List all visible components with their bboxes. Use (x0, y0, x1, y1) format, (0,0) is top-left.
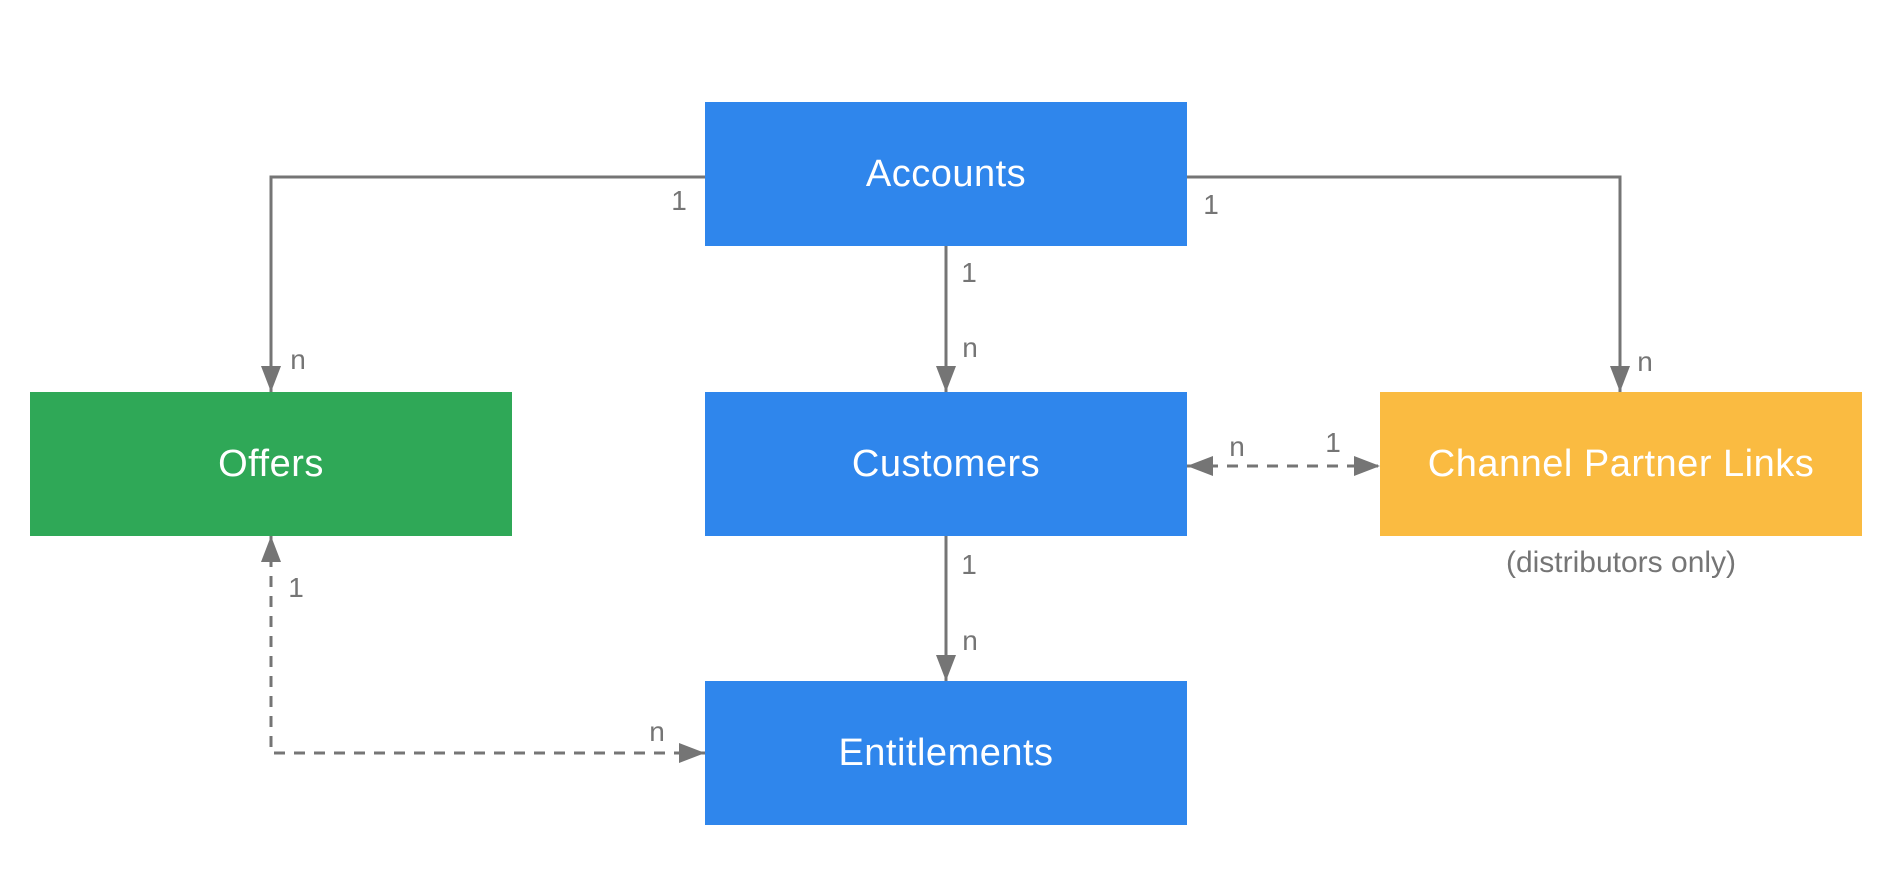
caption-distributors-only: (distributors only) (1505, 546, 1737, 579)
cardinality-label-accounts-to-offers-0: 1 (671, 185, 687, 216)
cardinality-label-customers-to-channel-partner-links-0: n (1229, 431, 1245, 462)
node-entitlements: Entitlements (705, 681, 1187, 825)
cardinality-label-accounts-to-channel-partner-links-0: 1 (1203, 189, 1219, 220)
node-label-channel-partner-links: Channel Partner Links (1427, 442, 1815, 485)
node-label-accounts: Accounts (865, 152, 1027, 195)
cardinality-label-customers-to-entitlements-1: n (962, 625, 978, 656)
node-offers: Offers (30, 392, 512, 536)
cardinality-label-accounts-to-channel-partner-links-1: n (1637, 346, 1653, 377)
cardinality-label-customers-to-channel-partner-links-1: 1 (1325, 427, 1341, 458)
edge-entitlements-to-offers (261, 536, 705, 763)
cardinality-label-entitlements-to-offers-1: n (649, 716, 665, 747)
node-label-offers: Offers (218, 442, 324, 485)
edge-accounts-to-channel-partner-links (1187, 175, 1630, 392)
node-channel-partner-links: Channel Partner Links (1380, 392, 1862, 536)
node-accounts: Accounts (705, 102, 1187, 246)
cardinality-label-entitlements-to-offers-0: 1 (288, 572, 304, 603)
cardinality-label-accounts-to-customers-0: 1 (961, 257, 977, 288)
edge-accounts-to-offers (261, 175, 705, 392)
node-customers: Customers (705, 392, 1187, 536)
cardinality-label-accounts-to-offers-1: n (290, 344, 306, 375)
cardinality-label-customers-to-entitlements-0: 1 (961, 549, 977, 580)
node-label-customers: Customers (851, 442, 1041, 485)
cardinality-label-accounts-to-customers-1: n (962, 332, 978, 363)
node-label-entitlements: Entitlements (838, 731, 1054, 774)
